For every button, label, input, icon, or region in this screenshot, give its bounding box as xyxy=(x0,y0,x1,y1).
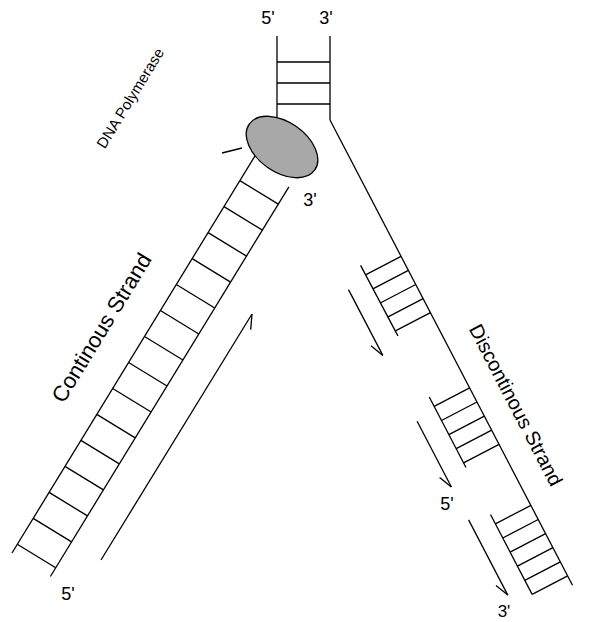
end-label: 5' xyxy=(440,495,453,513)
end-label: 3' xyxy=(303,191,316,209)
end-label: 5' xyxy=(261,9,274,27)
enzyme-label: DNA Polymerase xyxy=(94,45,166,150)
strand-label: Continous Strand xyxy=(48,250,156,406)
end-label: 3' xyxy=(498,603,511,620)
end-label: 5' xyxy=(61,585,74,603)
dna-strands xyxy=(12,36,573,595)
end-label: 3' xyxy=(319,9,332,27)
dna-polymerase xyxy=(235,104,329,191)
strand-label: Discontinous Strand xyxy=(466,321,566,489)
